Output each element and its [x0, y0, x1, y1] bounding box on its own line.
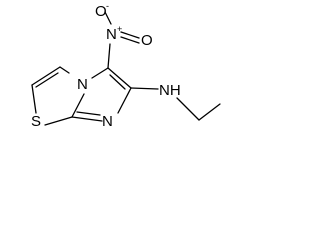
nitro-nitrogen-label: N — [106, 26, 117, 43]
ring-nitrogen-label: N — [102, 113, 113, 130]
bond-s-c7a — [44, 116, 73, 126]
bond-nbridge-c5 — [91, 67, 109, 79]
nitro-nitrogen-charge: + — [117, 24, 122, 34]
bond-c3-c2-inner — [35, 72, 59, 88]
bond-nnitro-odouble-a — [120, 31, 140, 39]
oxygen-minus-label: O — [95, 3, 107, 20]
oxygen-double-label: O — [141, 32, 153, 49]
bond-c2-s — [31, 84, 37, 114]
bond-ch2-ch3 — [198, 103, 221, 121]
bridgehead-nitrogen-label: N — [77, 76, 88, 93]
amine-nh-label: NH — [159, 82, 181, 99]
bond-c6-nh — [130, 87, 159, 90]
bond-nnitro-odouble-b — [120, 36, 140, 44]
bond-nring-c7a — [71, 116, 103, 122]
bond-c5-nnitro — [107, 43, 111, 69]
bond-nnitro-ominus — [104, 11, 112, 25]
bonds — [31, 11, 221, 126]
sulfur-label: S — [31, 113, 41, 130]
bond-c7a-nbridge — [71, 93, 85, 118]
bond-c5-c6 — [107, 67, 132, 89]
bond-nbridge-c3 — [59, 66, 70, 74]
bond-c5-c6-inner — [109, 74, 126, 90]
bond-nring-c7a-inner — [76, 111, 101, 116]
oxygen-minus-charge: - — [106, 1, 109, 11]
atom-labels: O - N + O N N S NH — [31, 1, 181, 130]
bond-c6-nring — [117, 87, 132, 114]
bond-c3-c2 — [31, 66, 61, 86]
chemical-structure: O - N + O N N S NH — [31, 1, 221, 130]
bond-nh-ch2 — [176, 97, 200, 121]
